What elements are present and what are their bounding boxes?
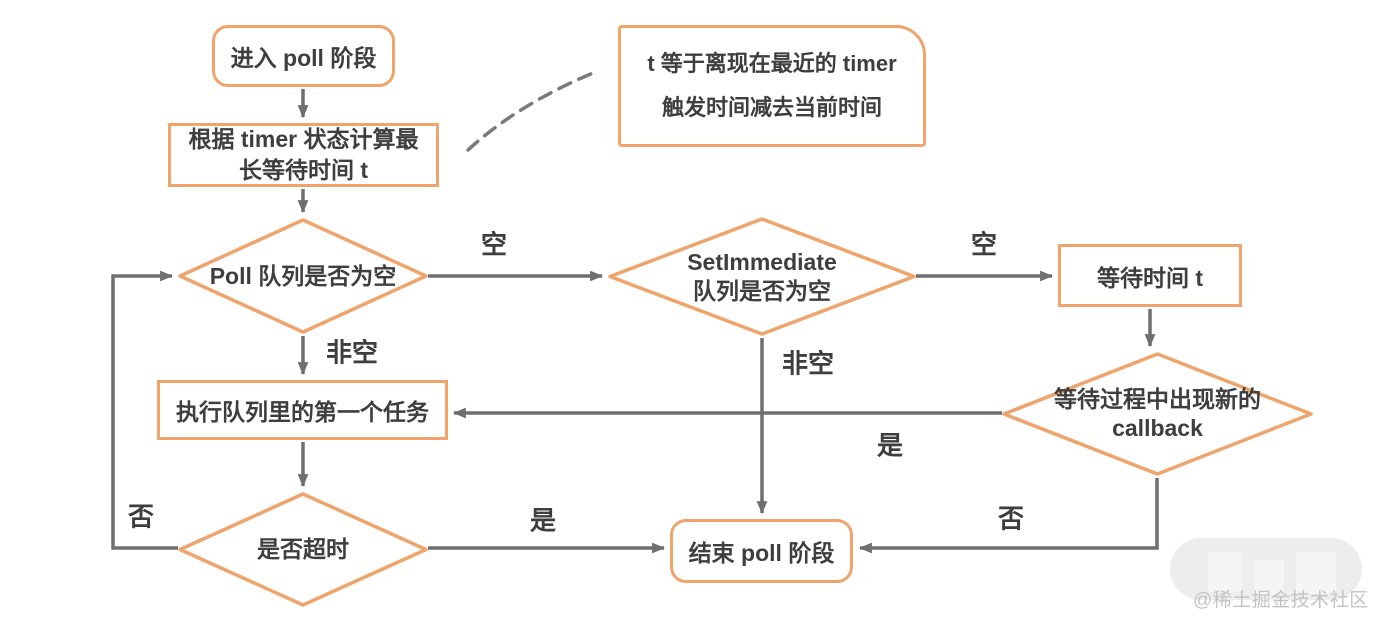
node-label: 是否超时 bbox=[257, 536, 349, 562]
watermark-logo bbox=[1170, 538, 1362, 600]
note-line-2: 触发时间减去当前时间 bbox=[661, 95, 882, 120]
edge-label-setimmediate-empty: 空 bbox=[970, 229, 998, 260]
node-end-poll-phase[interactable]: 结束 poll 阶段 bbox=[670, 519, 853, 583]
node-label: 进入 poll 阶段 bbox=[230, 45, 377, 71]
edge-callback-no-to-end bbox=[858, 478, 1159, 554]
watermark-logo-shape bbox=[1296, 552, 1336, 594]
diamond-shape bbox=[608, 217, 916, 336]
node-label-line-1: 等待过程中出现新的 bbox=[1054, 386, 1261, 412]
node-enter-poll-phase[interactable]: 进入 poll 阶段 bbox=[212, 25, 395, 87]
node-label: 等待过程中出现新的 callback bbox=[1054, 385, 1261, 443]
edge-label-timeout-yes: 是 bbox=[529, 505, 557, 536]
node-timer-note[interactable]: t 等于离现在最近的 timer 触发时间减去当前时间 bbox=[618, 25, 926, 147]
edge-label-setimmediate-not-empty: 非空 bbox=[781, 348, 835, 379]
note-line-1: t 等于离现在最近的 timer bbox=[647, 51, 897, 76]
diamond-shape bbox=[178, 492, 428, 607]
watermark-logo-shape bbox=[1254, 560, 1284, 594]
node-label-line-1: SetImmediate bbox=[687, 248, 837, 275]
edge-timeout-no-loop-to-poll bbox=[111, 270, 178, 550]
node-wait-time-t[interactable]: 等待时间 t bbox=[1058, 244, 1242, 307]
watermark-text: @稀土掘金技术社区 bbox=[1193, 590, 1369, 611]
node-label: SetImmediate 队列是否为空 bbox=[687, 248, 837, 306]
edge-label-poll-empty: 空 bbox=[480, 229, 508, 260]
edge-label-callback-no: 否 bbox=[997, 503, 1025, 534]
node-calc-max-wait-time[interactable]: 根据 timer 状态计算最长等待时间 t bbox=[168, 123, 439, 187]
edge-label-timeout-no: 否 bbox=[127, 501, 155, 532]
edge-label-callback-yes: 是 bbox=[876, 430, 904, 461]
node-label: 根据 timer 状态计算最长等待时间 t bbox=[188, 126, 419, 183]
edge-note-dashed-link bbox=[466, 71, 595, 152]
node-label: 结束 poll 阶段 bbox=[688, 540, 835, 566]
edge-label-poll-not-empty: 非空 bbox=[325, 337, 379, 368]
node-is-timeout-decision[interactable]: 是否超时 bbox=[178, 492, 428, 607]
node-label: 执行队列里的第一个任务 bbox=[176, 399, 429, 425]
diamond-shape bbox=[1002, 352, 1313, 476]
diamond-shape bbox=[178, 218, 428, 334]
node-setimmediate-queue-empty-decision[interactable]: SetImmediate 队列是否为空 bbox=[608, 217, 916, 336]
node-label-line-2: callback bbox=[1112, 415, 1203, 441]
node-exec-first-task[interactable]: 执行队列里的第一个任务 bbox=[157, 380, 448, 440]
node-new-callback-decision[interactable]: 等待过程中出现新的 callback bbox=[1002, 352, 1313, 476]
watermark-logo-shape bbox=[1208, 552, 1242, 592]
node-label-line-2: 队列是否为空 bbox=[693, 277, 831, 304]
node-poll-queue-empty-decision[interactable]: Poll 队列是否为空 bbox=[178, 218, 428, 334]
node-label: Poll 队列是否为空 bbox=[209, 262, 397, 289]
node-label: 等待时间 t bbox=[1096, 264, 1204, 291]
